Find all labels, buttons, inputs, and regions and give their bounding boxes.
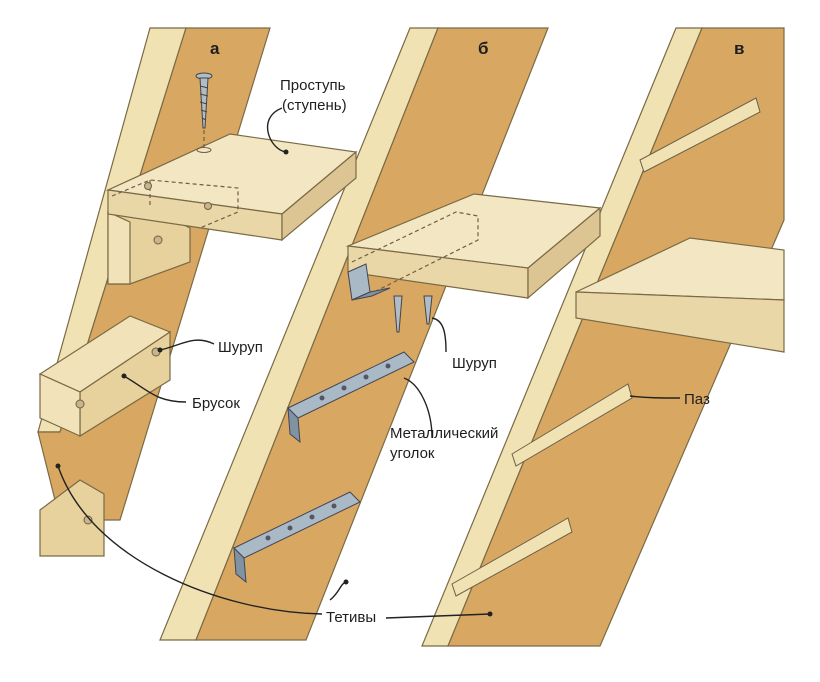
screw-hole-icon — [204, 202, 212, 210]
label-block: Брусок — [192, 395, 240, 412]
screw-icon — [195, 72, 213, 153]
label-bracket-line1: Металлический — [390, 425, 498, 442]
screw-hole-icon — [144, 182, 152, 190]
groove-1 — [639, 97, 761, 173]
label-groove: Паз — [684, 391, 710, 408]
label-stringers: Тетивы — [326, 609, 376, 626]
groove-3 — [451, 517, 573, 597]
assembly-a — [38, 72, 358, 557]
stringer-b — [195, 27, 549, 641]
screw-icon — [423, 295, 433, 325]
section-label-v: в — [734, 39, 744, 58]
assembly-c — [451, 97, 785, 597]
screw-icon — [393, 295, 403, 333]
metal-bracket-icon — [347, 263, 391, 301]
label-bracket-line2: уголок — [390, 445, 435, 462]
metal-bracket-icon — [287, 351, 415, 444]
stringer-c — [447, 27, 785, 647]
label-screw-a: Шуруп — [218, 339, 263, 356]
tread-c-front — [575, 291, 785, 353]
section-label-a: а — [210, 39, 220, 58]
label-tread-line2: (ступень) — [282, 97, 347, 114]
label-tread-line1: Проступь — [280, 77, 346, 94]
label-screw-b: Шуруп — [452, 355, 497, 372]
screw-hole-icon — [153, 235, 163, 245]
leader-lines — [57, 107, 681, 619]
metal-bracket-icon — [233, 491, 361, 584]
section-label-b: б — [478, 39, 489, 58]
assembly-b — [233, 193, 602, 584]
screw-hole-icon — [75, 399, 85, 409]
block-a-lower — [39, 479, 105, 557]
groove-2 — [511, 383, 633, 467]
screw-hole-icon — [83, 515, 93, 525]
